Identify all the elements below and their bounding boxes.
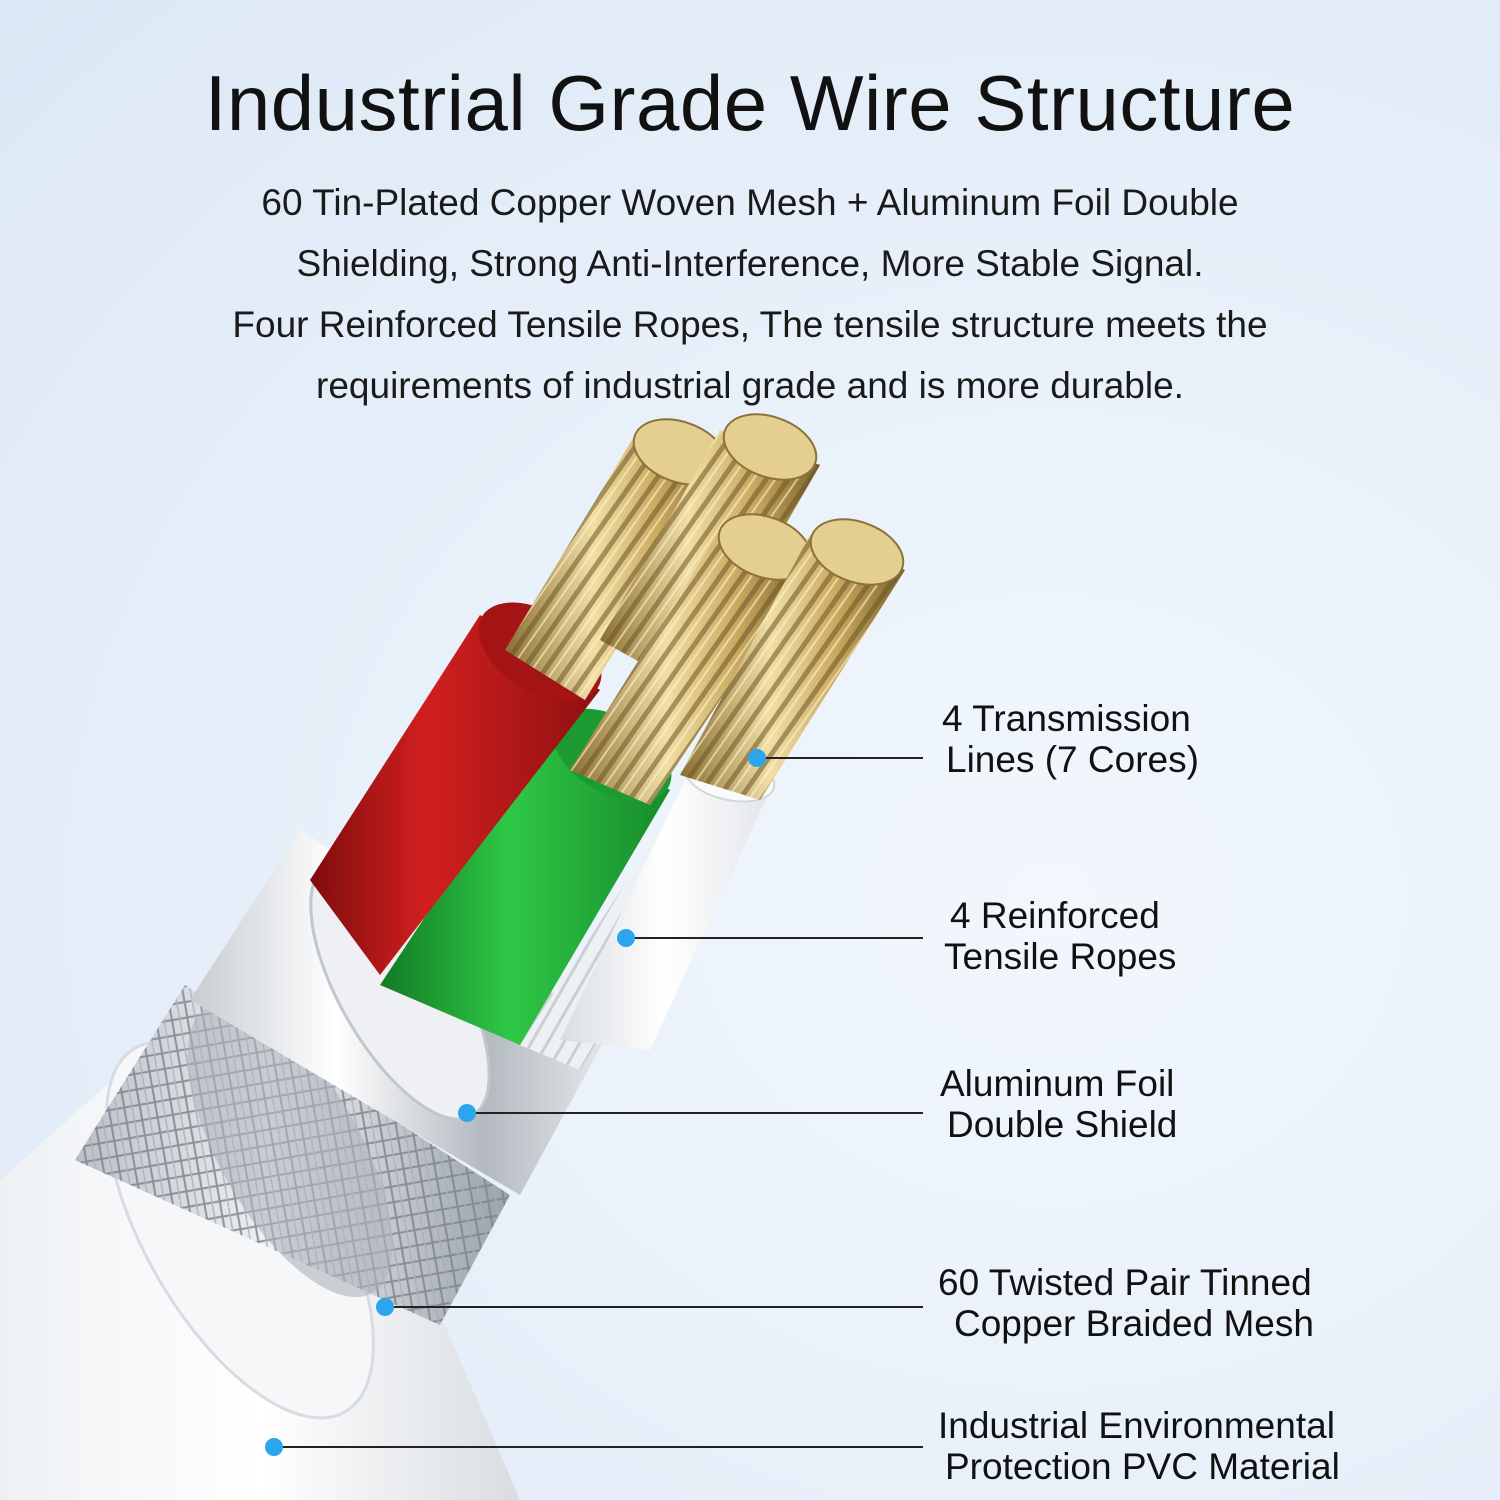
callout-transmission-line1: 4 Transmission	[942, 698, 1191, 739]
callout-aluminum-foil: Aluminum Foil Double Shield	[940, 1063, 1177, 1145]
description: 60 Tin-Plated Copper Woven Mesh + Alumin…	[0, 172, 1500, 416]
callout-pvc-material: Industrial Environmental Protection PVC …	[938, 1405, 1340, 1487]
leader-lines	[274, 757, 923, 1448]
callout-mesh-line2: Copper Braided Mesh	[954, 1303, 1314, 1344]
description-line-4: requirements of industrial grade and is …	[316, 365, 1184, 406]
description-line-1: 60 Tin-Plated Copper Woven Mesh + Alumin…	[261, 182, 1239, 223]
marker-dot-mesh	[376, 1298, 394, 1316]
marker-dot-ropes	[617, 929, 635, 947]
callout-ropes-line1: 4 Reinforced	[950, 895, 1160, 936]
marker-dot-foil	[458, 1104, 476, 1122]
callout-mesh-line1: 60 Twisted Pair Tinned	[938, 1262, 1312, 1303]
callout-transmission-lines: 4 Transmission Lines (7 Cores)	[942, 698, 1199, 780]
copper-conductors	[505, 413, 905, 805]
page-title: Industrial Grade Wire Structure	[204, 59, 1296, 147]
description-line-3: Four Reinforced Tensile Ropes, The tensi…	[232, 304, 1268, 345]
marker-dot-pvc	[265, 1438, 283, 1456]
callout-tensile-ropes: 4 Reinforced Tensile Ropes	[944, 895, 1176, 977]
callout-transmission-line2: Lines (7 Cores)	[946, 739, 1199, 780]
conductor-4	[680, 518, 905, 800]
callout-braided-mesh: 60 Twisted Pair Tinned Copper Braided Me…	[938, 1262, 1314, 1344]
callout-pvc-line1: Industrial Environmental	[938, 1405, 1335, 1446]
callout-pvc-line2: Protection PVC Material	[945, 1446, 1340, 1487]
callout-ropes-line2: Tensile Ropes	[944, 936, 1177, 977]
callout-foil-line1: Aluminum Foil	[940, 1063, 1175, 1104]
marker-dot-transmission	[748, 749, 766, 767]
markers	[265, 749, 766, 1456]
callout-foil-line2: Double Shield	[947, 1104, 1178, 1145]
braided-mesh	[75, 985, 510, 1325]
description-line-2: Shielding, Strong Anti-Interference, Mor…	[296, 243, 1204, 284]
conductor-3	[570, 513, 813, 805]
